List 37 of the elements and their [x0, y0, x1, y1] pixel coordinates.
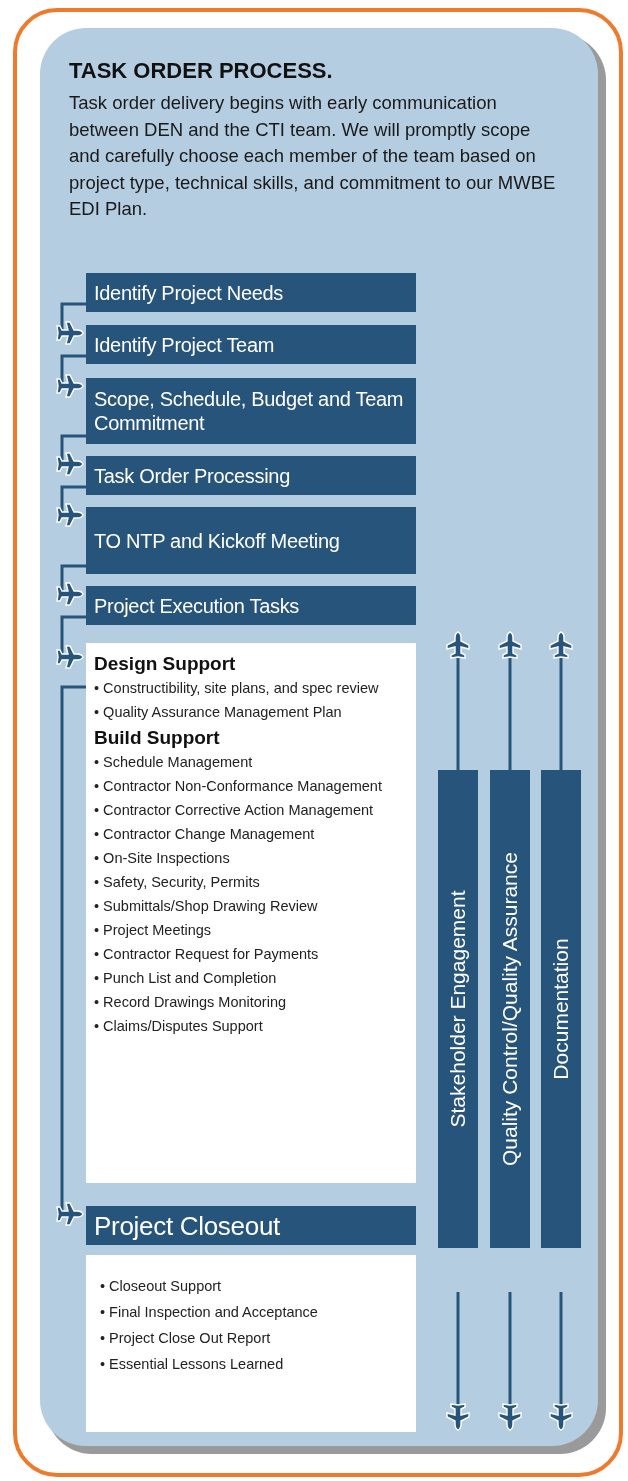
bullet-item: • Quality Assurance Management Plan [94, 703, 343, 722]
process-bar [490, 770, 530, 1248]
bar-label: Stakeholder Engagement [446, 890, 470, 1128]
bullet-item: • Closeout Support [100, 1277, 223, 1296]
bullet-item: • Claims/Disputes Support [94, 1017, 264, 1036]
bullet-item: • Safety, Security, Permits [94, 873, 261, 892]
bullet-item: • Submittals/Shop Drawing Review [94, 897, 319, 916]
bullet-item: • Final Inspection and Acceptance [100, 1303, 319, 1322]
bullet-item: • Constructibility, site plans, and spec review [94, 679, 380, 698]
process-box: TO NTP and Kickoff Meeting [86, 507, 416, 574]
bullet-item: • Contractor Corrective Action Management [94, 801, 375, 820]
bullet-item: • Project Meetings [94, 921, 213, 940]
process-box: Project Execution Tasks [86, 586, 416, 625]
bullet-item: • On-Site Inspections [94, 849, 231, 868]
process-bar [541, 770, 581, 1248]
bullet-item: • Punch List and Completion [94, 969, 278, 988]
bullet-item: • Schedule Management [94, 753, 254, 772]
bullet-item: • Contractor Non-Conformance Management [94, 777, 383, 796]
process-box: Identify Project Needs [86, 273, 416, 312]
bullet-item: • Essential Lessons Learned [100, 1355, 285, 1374]
task-list-panel [86, 1255, 416, 1432]
bullet-item: • Project Close Out Report [100, 1329, 272, 1348]
process-bar [438, 770, 478, 1248]
process-box: Identify Project Team [86, 325, 416, 364]
section-heading: Build Support [94, 727, 221, 749]
process-box: Task Order Processing [86, 456, 416, 495]
bar-label: Quality Control/Quality Assurance [498, 852, 522, 1166]
bullet-item: • Contractor Request for Payments [94, 945, 320, 964]
process-box: Scope, Schedule, Budget and Team Commitment [86, 378, 416, 444]
intro-paragraph: Task order delivery begins with early communication between DEN and the CTI team. We will promptly scope and carefully choose each member of the team based on project type, technical skills, and commitment to our MWBE EDI Plan. [69, 91, 557, 221]
task-list-panel [86, 643, 416, 1183]
title: TASK ORDER PROCESS. [69, 58, 333, 84]
section-heading: Design Support [94, 653, 237, 675]
bullet-item: • Record Drawings Monitoring [94, 993, 288, 1012]
process-box: Project Closeout [86, 1206, 416, 1245]
bullet-item: • Contractor Change Management [94, 825, 316, 844]
bar-label: Documentation [549, 938, 573, 1080]
